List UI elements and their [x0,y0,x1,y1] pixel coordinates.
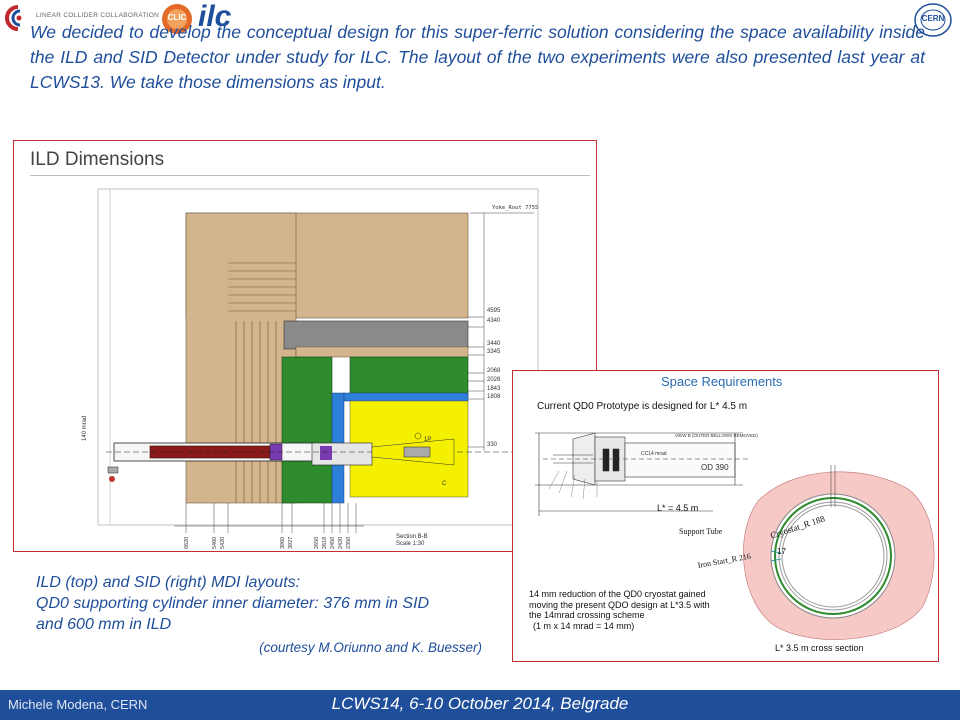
space-req-drawing [535,432,935,640]
qd0-note-line-2: moving the present QDO design at L*3.5 w… [529,599,710,610]
ild-figure-title: ILD Dimensions [30,149,165,170]
cross-section-ring [743,465,935,640]
qd0-note-line-3: the 14mrad crossing scheme [529,610,645,620]
view-b-label: VIEW B (OUTER BELLOWS REMOVED) [675,433,758,438]
dim-3440: 3440 [487,341,501,347]
qd0-note-line-4: (1 m x 14 mrad = 14 mm) [533,620,635,631]
dim-4595: 4595 [487,308,501,314]
qd0-schematic [535,432,751,516]
dim-2068: 2068 [487,368,501,374]
dim-1808: 1808 [487,394,501,400]
dim-2618: 2618 [322,536,328,549]
hcal-endcap [281,356,333,504]
dim-2350: 2350 [346,536,352,549]
yoke-rout-label: Yoke_Rout 7755 [492,205,539,211]
ecal-barrel [343,392,469,402]
angle-label: 140 mrad [82,415,88,441]
lcc-logo-icon [5,5,22,31]
caption-line-1: ILD (top) and SID (right) MDI layouts: [36,574,301,591]
cross-section-label: L* 3.5 m cross section [775,643,864,653]
ilc-logo: ilc [198,0,240,36]
marker-1p: 1P [424,437,432,443]
courtesy-credit: (courtesy M.Oriunno and K. Buesser) [259,640,482,655]
dim-2420: 2420 [338,536,344,549]
space-req-title: Space Requirements [661,374,783,389]
qd0-note-line-1: 14 mm reduction of the QD0 cryostat gain… [529,589,706,599]
scale-label: Scale 1:30 [396,541,425,547]
dim-6620: 6620 [184,536,190,549]
clic-logo-icon [162,4,192,34]
coil [283,320,469,350]
cern-logo-icon [914,3,952,37]
qd0-note: 14 mm reduction of the QD0 cryostat gain… [529,589,710,631]
dim-17-label: 17 [777,547,786,556]
dim-5460: 5460 [212,536,218,549]
footer-bar [0,690,960,720]
dim-3927: 3927 [288,536,294,549]
space-req-subtitle: Current QD0 Prototype is designed for L*… [537,401,748,412]
yoke-slots [228,262,296,503]
section-label: Section B-B [396,534,428,540]
footer-event: LCWS14, 6-10 October 2014, Belgrade [331,694,629,713]
od-label: OD 390 [701,463,729,472]
dim-2650: 2650 [314,536,320,549]
ilc-logo-text: ilc [198,0,232,33]
support-tube-label: Support Tube [679,527,723,536]
dim-1843: 1843 [487,386,501,392]
figure-caption: ILD (top) and SID (right) MDI layouts: Q… [36,572,506,635]
lstar-label: L* = 4.5 m [657,503,699,513]
hcal-barrel [349,356,469,398]
ild-title-rule [30,175,590,176]
dim-2028: 2028 [487,377,501,383]
dim-5420: 5420 [220,536,226,549]
marker-c: C [442,481,447,487]
ild-outer-frame [97,188,539,526]
caption-line-2: QD0 supporting cylinder inner diameter: … [36,595,430,612]
lcc-logo [4,4,154,32]
clic-logo-text: CLIC [167,13,187,22]
ild-dimensions-figure: ILD Dimensions [13,140,597,552]
footer-author: Michele Modena, CERN [8,697,148,712]
cern-logo-text: CERN [921,14,945,23]
dim-330: 330 [487,442,498,448]
dim-4340: 4340 [487,318,501,324]
dim-3345: 3345 [487,349,501,355]
dim-3960: 3960 [280,536,286,549]
intro-paragraph: We decided to develop the conceptual des… [30,22,925,92]
ild-drawing [97,188,554,533]
space-requirements-figure: Space Requirements Current QD0 Prototype… [512,370,939,662]
mrad-label: CC14 mrad [641,451,667,457]
lcc-logo-text: LINEAR COLLIDER COLLABORATION [36,12,160,19]
caption-line-3: and 600 mm in ILD [36,616,172,633]
clic-logo: CLIC [160,2,194,36]
cern-logo: CERN [912,2,954,38]
dim-2450: 2450 [330,536,336,549]
